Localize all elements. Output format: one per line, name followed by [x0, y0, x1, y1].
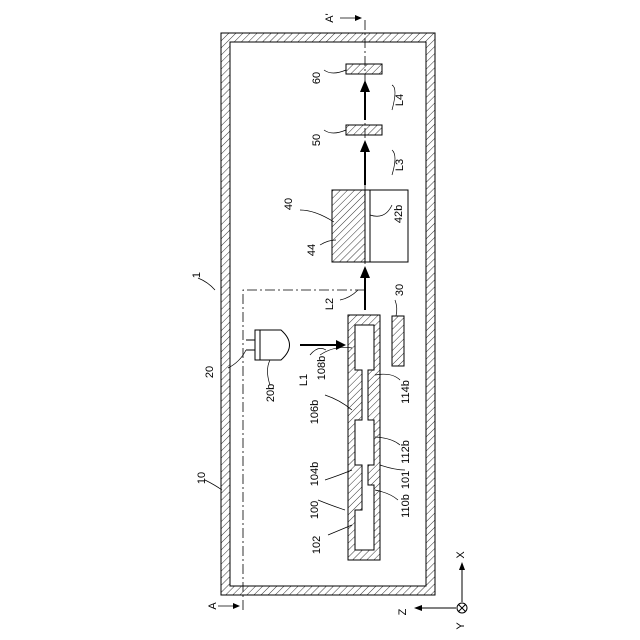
beam-l3-arrowhead: [360, 140, 370, 152]
axis-x-arrowhead: [459, 562, 465, 570]
label-element-42b: 42b: [393, 205, 405, 223]
label-part-104b: 104b: [309, 462, 321, 486]
label-housing: 10: [196, 472, 208, 484]
label-beam-l3: L3: [394, 159, 406, 171]
label-axis-x: X: [455, 551, 467, 559]
label-beam-l2: L2: [324, 298, 336, 310]
label-section-a-prime: A': [324, 13, 336, 22]
label-beam-l4: L4: [394, 94, 406, 106]
label-light-source: 20: [204, 366, 216, 378]
label-part-112b: 112b: [400, 440, 412, 464]
label-axis-y: Y: [455, 622, 467, 630]
label-axis-z: Z: [397, 608, 409, 615]
beam-l2-arrowhead: [360, 266, 370, 278]
label-part-108b: 108b: [316, 356, 328, 380]
label-element-50: 50: [311, 134, 323, 146]
part-100: [348, 315, 380, 560]
element-44: [332, 190, 365, 262]
label-element-44: 44: [306, 244, 318, 256]
label-part-102: 102: [311, 536, 323, 554]
label-section-a: A: [207, 602, 219, 610]
axis-z-arrowhead: [414, 605, 422, 611]
section-arrowhead-a-prime: [355, 15, 362, 21]
label-element-60: 60: [311, 72, 323, 84]
label-part-100: 100: [309, 501, 321, 519]
label-beam-l1: L1: [298, 374, 310, 386]
element-30: [392, 316, 404, 366]
element-60: [346, 64, 382, 74]
label-part-110b: 110b: [400, 494, 412, 518]
beam-l4-arrowhead: [360, 80, 370, 92]
label-element-40: 40: [283, 198, 295, 210]
section-arrowhead-a: [233, 603, 240, 609]
beam-l1-arrowhead: [336, 340, 346, 350]
label-part-114b: 114b: [400, 380, 412, 404]
label-device: 1: [191, 272, 203, 278]
label-light-source-part: 20b: [265, 384, 277, 402]
label-part-101: 101: [400, 471, 412, 489]
element-42b: [365, 190, 370, 262]
element-50: [346, 125, 382, 135]
label-element-30: 30: [394, 284, 406, 296]
label-part-106b: 106b: [309, 400, 321, 424]
